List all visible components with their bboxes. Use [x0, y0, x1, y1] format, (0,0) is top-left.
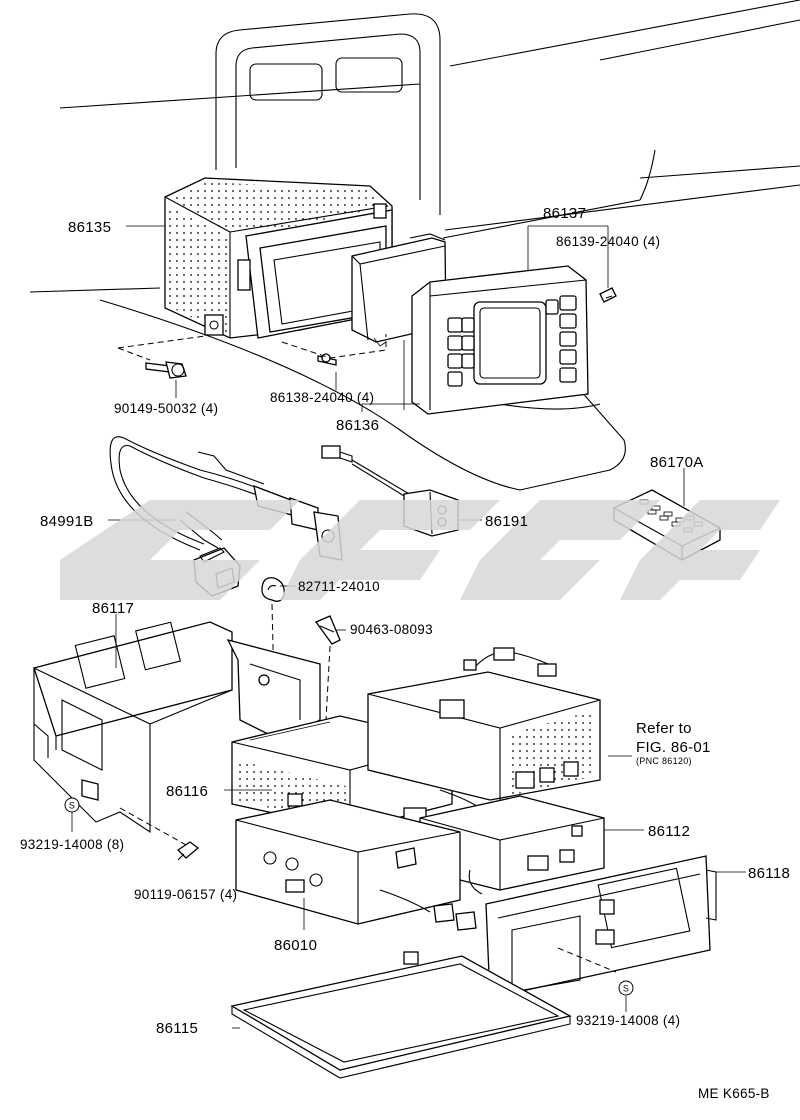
screw-86138: [317, 353, 337, 366]
part-86118-bracket: [468, 855, 717, 999]
circle-s-marker-1: S: [64, 797, 80, 813]
label-86116: 86116: [166, 783, 208, 800]
part-82711-clamp: [261, 577, 285, 602]
label-86138-24040: 86138-24040 (4): [270, 390, 374, 405]
screw-90149: [145, 361, 187, 379]
part-86117-bracket: [33, 621, 321, 834]
label-pnc-86120: (PNC 86120): [636, 756, 692, 766]
part-labels: 86135 86137 86139-24040 (4) 90149-50032 …: [20, 205, 790, 1101]
circle-s-marker-2: S: [618, 980, 634, 996]
label-86137: 86137: [543, 205, 586, 222]
part-86135-housing: [164, 177, 393, 339]
diagram-code: ME K665-B: [698, 1086, 770, 1101]
label-93219-14008-4: 93219-14008 (4): [576, 1013, 680, 1028]
label-86010: 86010: [274, 937, 317, 954]
label-90149-50032: 90149-50032 (4): [114, 401, 218, 416]
screw-86139: [599, 287, 617, 303]
part-90463-clip: [314, 615, 341, 645]
label-fig-86-01: FIG. 86-01: [636, 739, 711, 756]
display-buttons-right: [545, 295, 577, 383]
svg-text:S: S: [69, 801, 75, 811]
part-86115-tray: [230, 951, 572, 1079]
part-86120-tuner: [367, 647, 601, 813]
svg-text:S: S: [623, 984, 629, 994]
label-86136: 86136: [336, 417, 379, 434]
watermark-logo: [60, 500, 780, 600]
label-93219-14008-8: 93219-14008 (8): [20, 837, 124, 852]
screw-90119: [176, 841, 200, 861]
label-86170A: 86170A: [650, 454, 704, 471]
label-86135: 86135: [68, 219, 111, 236]
display-buttons-left: [447, 317, 475, 387]
label-86112: 86112: [648, 823, 690, 840]
label-90119-06157: 90119-06157 (4): [134, 887, 237, 902]
label-86117: 86117: [92, 600, 134, 617]
label-86115: 86115: [156, 1020, 198, 1037]
part-86010-amplifier: [235, 799, 477, 931]
label-90463-08093: 90463-08093: [350, 622, 433, 637]
label-86191: 86191: [485, 513, 528, 530]
label-84991B: 84991B: [40, 513, 94, 530]
label-86118: 86118: [748, 865, 790, 882]
label-refer-to: Refer to: [636, 720, 692, 737]
label-82711-24010: 82711-24010: [298, 579, 380, 594]
leader-lines: [71, 225, 746, 1029]
part-86137-display: [411, 265, 589, 415]
label-86139-24040: 86139-24040 (4): [556, 234, 660, 249]
